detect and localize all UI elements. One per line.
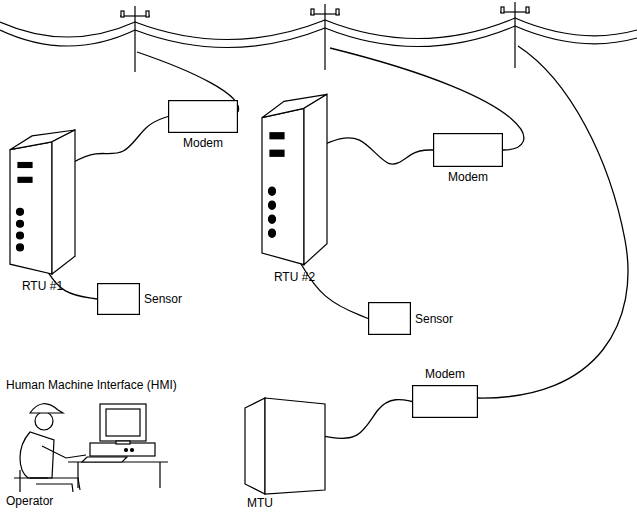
node-label: Sensor <box>415 312 453 326</box>
node-shape <box>10 128 75 276</box>
tower-outline <box>262 94 327 264</box>
cable <box>324 138 433 164</box>
utility-poles <box>120 2 530 72</box>
rtu-unit: RTU #2 <box>262 92 327 267</box>
hmi-label: Human Machine Interface (HMI) <box>6 378 177 392</box>
node-shape <box>368 302 411 335</box>
node-label: MTU <box>247 496 273 510</box>
node-label: RTU #2 <box>274 270 315 284</box>
mtu-unit: MTU <box>245 398 325 494</box>
cable <box>298 258 368 318</box>
phone-wires <box>137 46 628 398</box>
cable <box>69 117 169 166</box>
mtu-outline <box>245 398 325 494</box>
node-shape <box>262 92 327 267</box>
modem-box: Modem <box>433 133 503 167</box>
operator-figure <box>14 404 168 492</box>
node-shape <box>97 283 140 315</box>
modem-box: Modem <box>168 100 238 133</box>
node-shape <box>433 133 503 167</box>
box-outline <box>434 134 503 167</box>
node-label: Modem <box>425 367 465 381</box>
power-lines <box>0 18 637 48</box>
node-shape <box>168 100 238 133</box>
node-shape <box>412 385 478 418</box>
box-outline <box>169 101 238 133</box>
box-outline <box>98 284 140 315</box>
tower-outline <box>10 130 75 274</box>
sensor-box: Sensor <box>97 283 140 315</box>
node-label: Sensor <box>144 292 182 306</box>
node-shape <box>245 398 325 494</box>
rtu-unit: RTU #1 <box>10 128 75 276</box>
node-label: Modem <box>448 170 488 184</box>
node-label: RTU #1 <box>22 279 63 293</box>
operator-label: Operator <box>6 494 53 508</box>
box-outline <box>413 386 478 418</box>
node-label: Modem <box>183 136 223 150</box>
modem-box: Modem <box>412 385 478 418</box>
box-outline <box>369 303 411 335</box>
sensor-box: Sensor <box>368 302 411 335</box>
cable <box>325 400 412 439</box>
